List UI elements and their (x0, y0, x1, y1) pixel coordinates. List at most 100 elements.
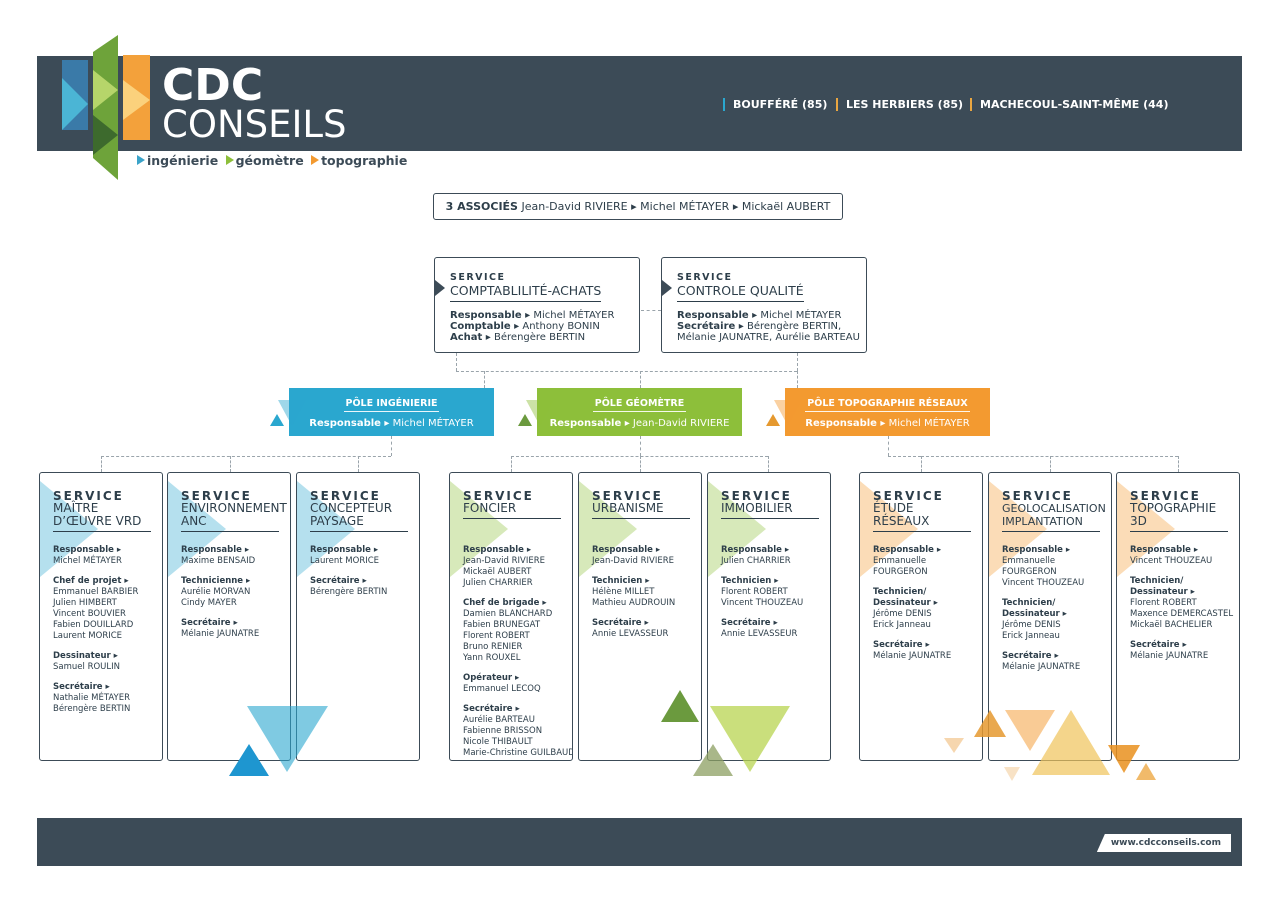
website-link[interactable]: www.cdcconseils.com (1096, 834, 1231, 852)
triangle-bullet-icon (137, 155, 145, 165)
triangle-decoration-icon (766, 400, 802, 426)
triangle-decoration-icon (661, 690, 790, 776)
service-kicker: SERVICE (310, 489, 381, 503)
service-line: Responsable ▸ Michel MÉTAYER (450, 310, 615, 321)
triangle-decoration-icon (40, 481, 98, 577)
pole-title: PÔLE INGÉNIERIE (343, 398, 440, 412)
location-boufferé: BOUFFÉRÉ (85) (723, 98, 827, 111)
service-kicker: SERVICE (463, 489, 534, 503)
service-title: TOPOGRAPHIE 3D (1130, 502, 1228, 532)
triangle-decoration-icon (944, 710, 1156, 781)
location-les-herbiers: LES HERBIERS (85) (836, 98, 963, 111)
service-kicker: SERVICE (450, 272, 506, 283)
pole-geometre: PÔLE GÉOMÈTRE Responsable ▸ Jean-David R… (537, 388, 742, 436)
logo-wordmark-line2: CONSEILS (162, 103, 347, 146)
service-title: CONCEPTEUR PAYSAGE (310, 502, 408, 532)
logo-wordmark-line1: CDC (162, 60, 264, 111)
pole-ingenierie: PÔLE INGÉNIERIE Responsable ▸ Michel MÉT… (289, 388, 494, 436)
connector-line (797, 371, 798, 388)
service-title: FONCIER (463, 502, 561, 519)
service-line: Responsable ▸ Michel MÉTAYER (677, 310, 842, 321)
service-title: ÉTUDE RÉSEAUX (873, 502, 971, 532)
connector-line (391, 436, 392, 456)
triangle-bullet-icon (311, 155, 320, 165)
service-kicker: SERVICE (873, 489, 944, 503)
service-line: Mélanie JAUNATRE, Aurélie BARTEAU (677, 332, 860, 343)
service-line: Secrétaire ▸ Bérengère BERTIN, (677, 321, 842, 332)
service-etude-reseaux: SERVICE ÉTUDE RÉSEAUX Responsable ▸Emman… (859, 472, 983, 761)
chevron-right-icon (435, 280, 445, 296)
service-line: Comptable ▸ Anthony BONIN (450, 321, 600, 332)
associates-names: Jean-David RIVIERE ▸ Michel MÉTAYER ▸ Mi… (521, 200, 831, 213)
triangle-decoration-icon (450, 481, 508, 577)
triangle-decoration-icon (860, 481, 918, 577)
pole-title: PÔLE TOPOGRAPHIE RÉSEAUX (805, 398, 970, 412)
triangle-decoration-icon (989, 481, 1047, 577)
connector-line (511, 456, 768, 457)
service-title: GEOLOCALISATION IMPLANTATION (1002, 502, 1106, 532)
connector-line (641, 310, 661, 311)
service-kicker: SERVICE (592, 489, 663, 503)
service-maitre-oeuvre-vrd: SERVICE MAÎTRE D’ŒUVRE VRD Responsable ▸… (39, 472, 163, 761)
connector-line (1050, 456, 1051, 472)
pole-responsable: Responsable ▸ Michel MÉTAYER (805, 418, 970, 429)
logo-tagline: ingénierie géomètre topographie (134, 153, 407, 168)
service-title: ENVIRONNEMENT ANC (181, 502, 287, 532)
connector-line (888, 456, 921, 457)
tagline-ingenierie: ingénierie (147, 153, 219, 168)
chevron-right-icon (662, 280, 672, 296)
triangle-decoration-icon (1117, 481, 1175, 577)
support-service-controle-qualite: SERVICE CONTROLE QUALITÉ Responsable ▸ M… (661, 257, 867, 353)
service-kicker: SERVICE (1130, 489, 1201, 503)
pole-title: PÔLE GÉOMÈTRE (592, 398, 687, 412)
service-title: URBANISME (592, 502, 690, 519)
associates-label: 3 ASSOCIÉS (445, 200, 518, 213)
pole-responsable: Responsable ▸ Jean-David RIVIERE (549, 418, 730, 429)
service-title: MAÎTRE D’ŒUVRE VRD (53, 502, 151, 532)
triangle-decoration-icon (579, 481, 637, 577)
connector-line (511, 456, 512, 472)
header-bar (37, 56, 1242, 151)
triangle-decoration-icon (168, 481, 226, 577)
connector-line (640, 436, 641, 456)
connector-line (456, 371, 797, 372)
connector-line (797, 353, 798, 371)
support-service-comptabilite: SERVICE COMPTABLILITÉ-ACHATS Responsable… (434, 257, 640, 353)
connector-line (921, 456, 1178, 457)
service-title: CONTROLE QUALITÉ (677, 283, 804, 302)
tagline-topographie: topographie (321, 153, 408, 168)
service-kicker: SERVICE (677, 272, 733, 283)
associates-box: 3 ASSOCIÉS Jean-David RIVIERE ▸ Michel M… (433, 193, 843, 220)
footer-bar (37, 818, 1242, 866)
triangle-decoration-icon (708, 481, 766, 577)
connector-line (640, 371, 641, 388)
service-foncier: SERVICE FONCIER Responsable ▸Jean-David … (449, 472, 573, 761)
pole-responsable: Responsable ▸ Michel MÉTAYER (309, 418, 474, 429)
connector-line (101, 456, 391, 457)
service-concepteur-paysage: SERVICE CONCEPTEUR PAYSAGE Responsable ▸… (296, 472, 420, 761)
service-line: Achat ▸ Bérengère BERTIN (450, 332, 586, 343)
triangle-bullet-icon (225, 155, 234, 165)
service-kicker: SERVICE (721, 489, 792, 503)
connector-line (888, 436, 889, 456)
service-kicker: SERVICE (1002, 489, 1073, 503)
service-staff: Responsable ▸Michel MÉTAYER Chef de proj… (53, 545, 139, 714)
service-staff: Responsable ▸Jean-David RIVIERE Technici… (592, 545, 676, 639)
connector-line (768, 456, 769, 472)
service-kicker: SERVICE (181, 489, 252, 503)
service-topographie-3d: SERVICE TOPOGRAPHIE 3D Responsable ▸Vinc… (1116, 472, 1240, 761)
service-staff: Responsable ▸Vincent THOUZEAU Technicien… (1130, 545, 1234, 661)
pole-topographie: PÔLE TOPOGRAPHIE RÉSEAUX Responsable ▸ M… (785, 388, 990, 436)
connector-line (230, 456, 231, 472)
triangle-decoration-icon (297, 481, 355, 577)
triangle-decoration-icon (270, 400, 306, 426)
location-machecoul: MACHECOUL-SAINT-MÊME (44) (970, 98, 1168, 111)
service-title: IMMOBILIER (721, 502, 819, 519)
service-title: COMPTABLILITÉ-ACHATS (450, 283, 602, 302)
tagline-geometre: géomètre (235, 153, 304, 168)
logo-mark-icon (62, 35, 150, 180)
service-kicker: SERVICE (53, 489, 124, 503)
